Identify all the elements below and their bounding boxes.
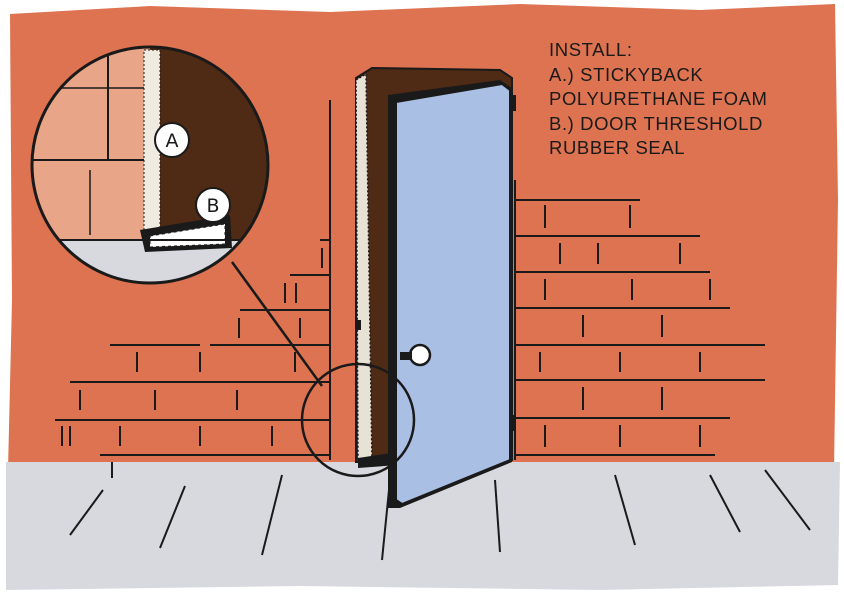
- install-line-2: POLYURETHANE FOAM: [549, 87, 768, 112]
- callout-a-label: A: [166, 130, 179, 152]
- install-line-3: B.) DOOR THRESHOLD: [549, 112, 768, 137]
- install-instructions: INSTALL: A.) STICKYBACK POLYURETHANE FOA…: [549, 38, 768, 161]
- callout-a-marker: A: [155, 123, 189, 157]
- install-title: INSTALL:: [549, 38, 768, 63]
- strike-plate: [356, 320, 361, 330]
- callout-b-marker: B: [196, 188, 230, 222]
- callout-b-label: B: [206, 195, 219, 217]
- install-line-1: A.) STICKYBACK: [549, 63, 768, 88]
- install-line-4: RUBBER SEAL: [549, 136, 768, 161]
- door-face: [396, 84, 510, 504]
